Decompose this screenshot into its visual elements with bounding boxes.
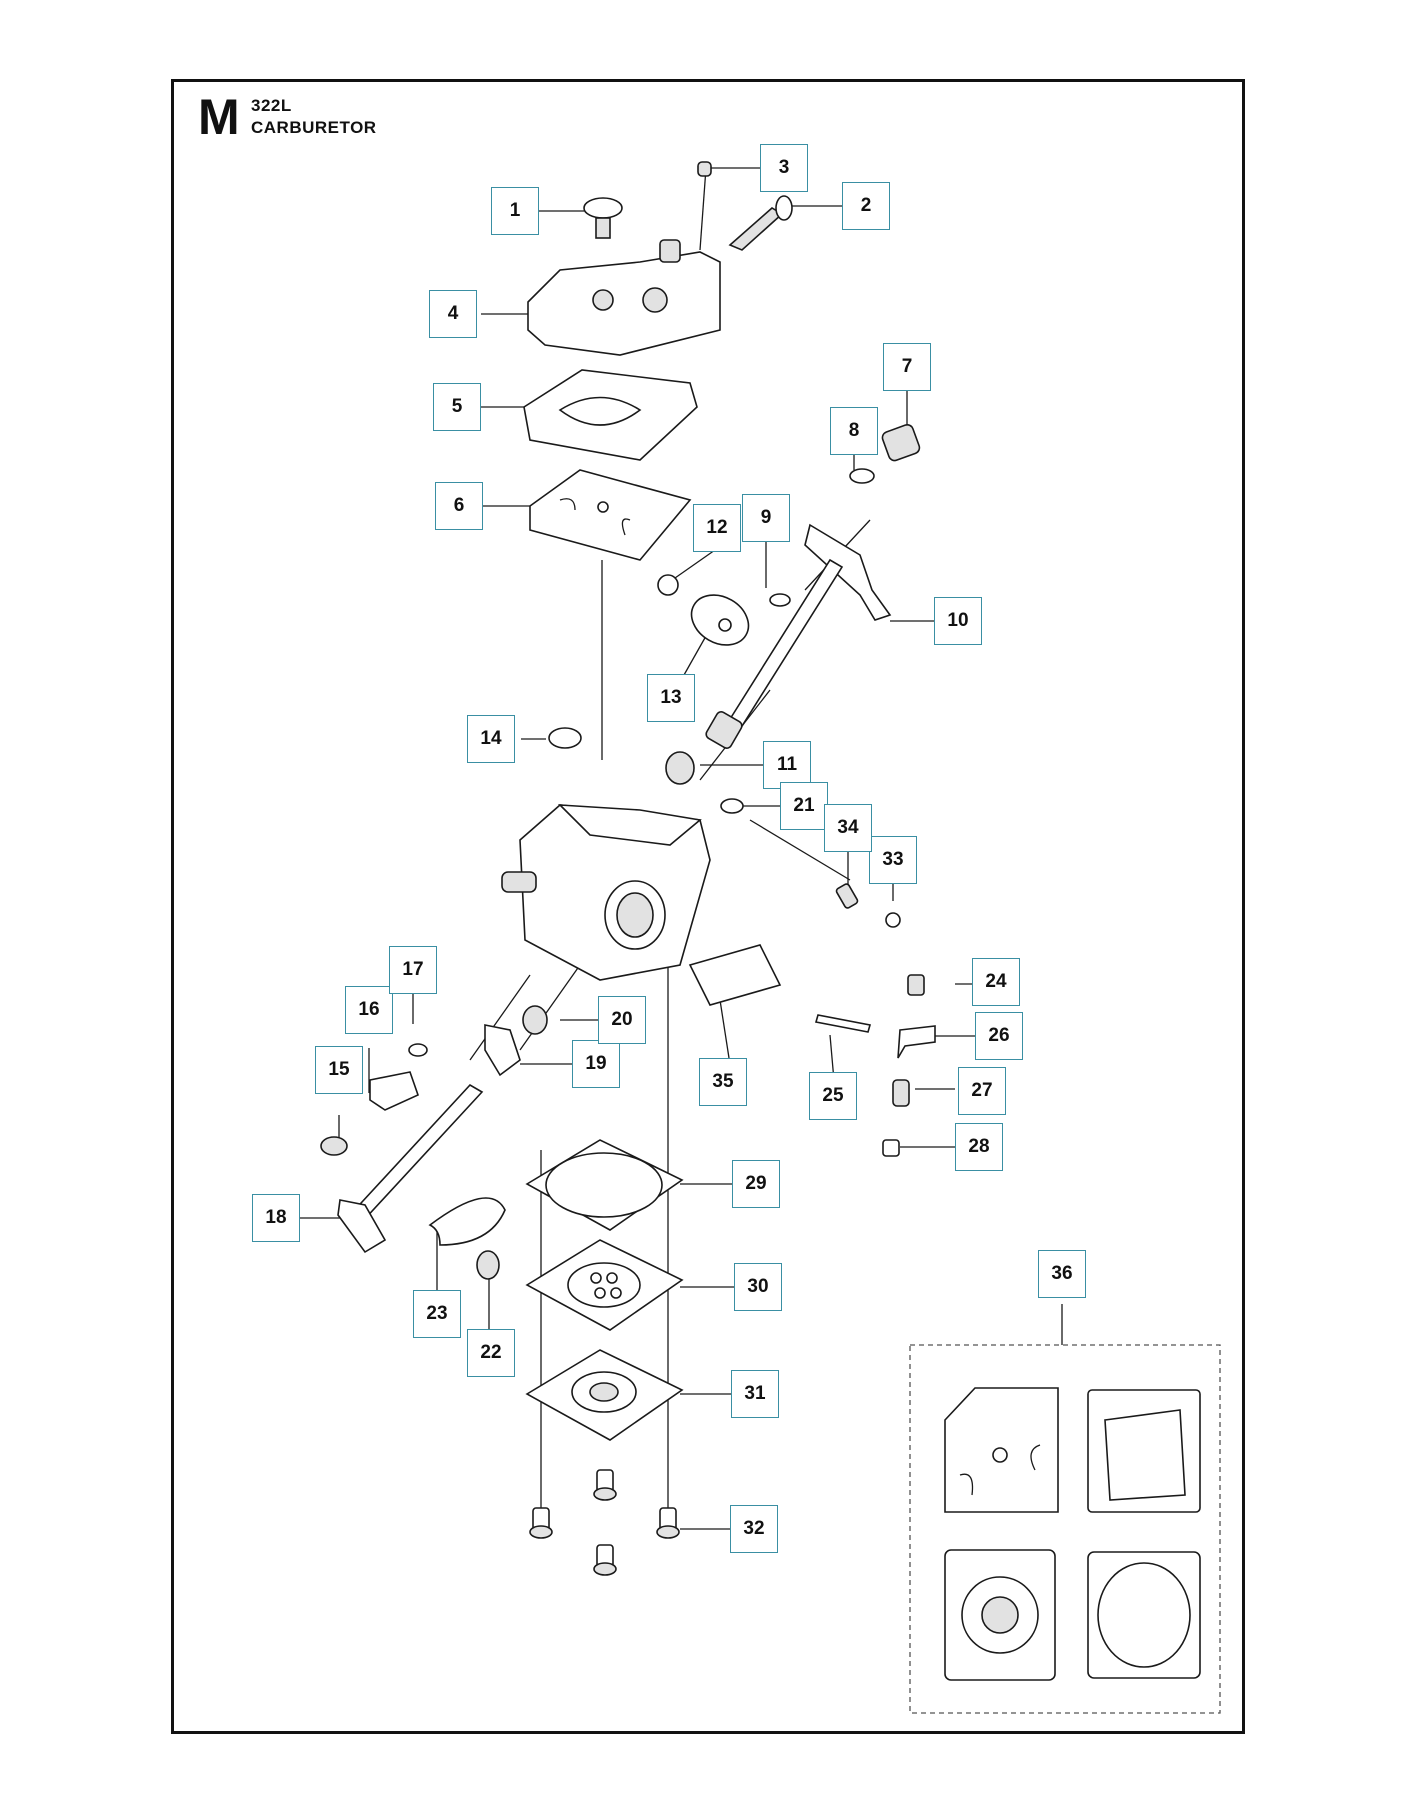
parts bbox=[320, 161, 936, 1576]
model-number: 322L bbox=[251, 96, 292, 115]
callout-17[interactable]: 17 bbox=[389, 946, 437, 994]
callout-18[interactable]: 18 bbox=[252, 1194, 300, 1242]
callout-9[interactable]: 9 bbox=[742, 494, 790, 542]
callout-12[interactable]: 12 bbox=[693, 504, 741, 552]
callout-33[interactable]: 33 bbox=[869, 836, 917, 884]
callout-28[interactable]: 28 bbox=[955, 1123, 1003, 1171]
callout-5[interactable]: 5 bbox=[433, 383, 481, 431]
callout-26[interactable]: 26 bbox=[975, 1012, 1023, 1060]
callout-29[interactable]: 29 bbox=[732, 1160, 780, 1208]
diagram-frame bbox=[171, 79, 1245, 1734]
callout-13[interactable]: 13 bbox=[647, 674, 695, 722]
callout-36[interactable]: 36 bbox=[1038, 1250, 1086, 1298]
callout-10[interactable]: 10 bbox=[934, 597, 982, 645]
callout-3[interactable]: 3 bbox=[760, 144, 808, 192]
callout-23[interactable]: 23 bbox=[413, 1290, 461, 1338]
callout-8[interactable]: 8 bbox=[830, 407, 878, 455]
callout-21[interactable]: 21 bbox=[780, 782, 828, 830]
callout-6[interactable]: 6 bbox=[435, 482, 483, 530]
callout-14[interactable]: 14 bbox=[467, 715, 515, 763]
callout-24[interactable]: 24 bbox=[972, 958, 1020, 1006]
callout-34[interactable]: 34 bbox=[824, 804, 872, 852]
callout-35[interactable]: 35 bbox=[699, 1058, 747, 1106]
leader-lines bbox=[300, 167, 1063, 1530]
diagram-title: CARBURETOR bbox=[251, 118, 377, 137]
callout-32[interactable]: 32 bbox=[730, 1505, 778, 1553]
callout-30[interactable]: 30 bbox=[734, 1263, 782, 1311]
callout-19[interactable]: 19 bbox=[572, 1040, 620, 1088]
callout-7[interactable]: 7 bbox=[883, 343, 931, 391]
callout-22[interactable]: 22 bbox=[467, 1329, 515, 1377]
callout-20[interactable]: 20 bbox=[598, 996, 646, 1044]
callout-31[interactable]: 31 bbox=[731, 1370, 779, 1418]
section-letter: M bbox=[198, 89, 240, 145]
callout-4[interactable]: 4 bbox=[429, 290, 477, 338]
callout-16[interactable]: 16 bbox=[345, 986, 393, 1034]
gasket-kit bbox=[909, 1344, 1221, 1714]
callout-25[interactable]: 25 bbox=[809, 1072, 857, 1120]
callout-2[interactable]: 2 bbox=[842, 182, 890, 230]
callout-15[interactable]: 15 bbox=[315, 1046, 363, 1094]
callout-1[interactable]: 1 bbox=[491, 187, 539, 235]
callout-27[interactable]: 27 bbox=[958, 1067, 1006, 1115]
